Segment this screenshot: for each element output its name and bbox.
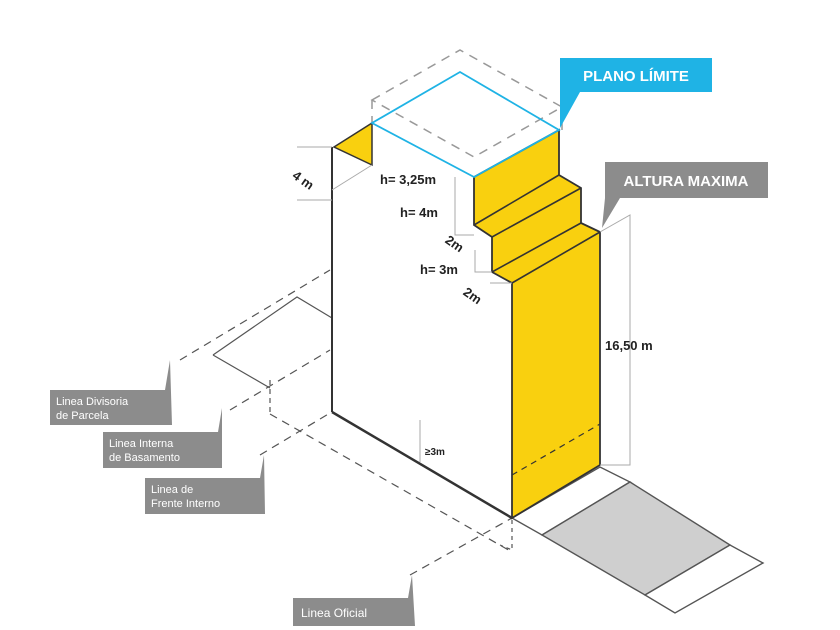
dimension-lines — [297, 146, 631, 466]
h-325-label: h= 3,25m — [380, 172, 436, 187]
altura-maxima-label: ALTURA MAXIMA — [624, 173, 749, 190]
corner-triangle — [332, 121, 373, 167]
label-linea-divisoria: Linea Divisoria de Parcela — [50, 360, 172, 425]
linea-frente-text-1: Linea de — [151, 484, 193, 496]
h-3-label: h= 3m — [420, 262, 458, 277]
linea-oficial-text: Linea Oficial — [301, 606, 367, 620]
plano-limite-label: PLANO LÍMITE — [583, 68, 689, 85]
building — [331, 121, 601, 520]
label-linea-frente-interno: Linea de Frente Interno — [145, 455, 265, 514]
min-3m-label: ≥3m — [425, 447, 445, 458]
label-linea-oficial: Linea Oficial — [293, 575, 415, 626]
label-linea-interna-basamento: Linea Interna de Basamento — [103, 408, 222, 468]
sidewalk — [510, 466, 765, 614]
plano-limite-callout: PLANO LÍMITE — [560, 58, 712, 128]
linea-divisoria-text-2: de Parcela — [56, 410, 109, 422]
linea-interna-text-2: de Basamento — [109, 452, 180, 464]
plano-limite-plane — [370, 70, 561, 179]
altura-maxima-callout: ALTURA MAXIMA — [602, 162, 768, 228]
linea-divisoria-text-1: Linea Divisoria — [56, 396, 129, 408]
depth-4m-label: 4 m — [290, 168, 317, 193]
linea-frente-text-2: Frente Interno — [151, 498, 220, 510]
h-4-label: h= 4m — [400, 205, 438, 220]
linea-interna-text-1: Linea Interna — [109, 438, 174, 450]
height-total-label: 16,50 m — [605, 338, 653, 353]
